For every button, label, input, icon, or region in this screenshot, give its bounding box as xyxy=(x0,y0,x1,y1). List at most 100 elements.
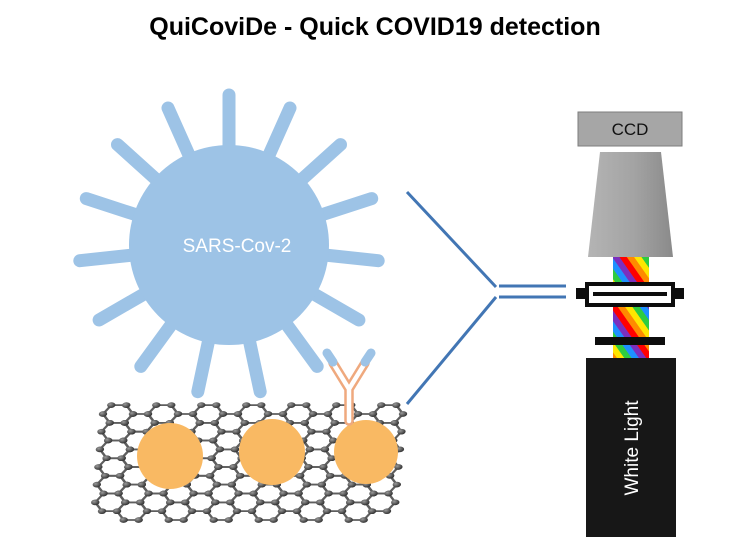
carbon-atom xyxy=(361,499,370,506)
carbon-atom xyxy=(188,411,198,417)
carbon-atom xyxy=(330,419,339,426)
carbon-atom xyxy=(157,508,167,515)
carbon-atom xyxy=(137,481,147,488)
carbon-atom xyxy=(337,508,347,515)
carbon-atom xyxy=(234,490,243,497)
nanoparticle xyxy=(334,420,398,484)
carbon-atom xyxy=(142,508,152,515)
carbon-atom xyxy=(102,455,111,462)
carbon-atom xyxy=(369,490,378,497)
carbon-atom xyxy=(144,490,153,497)
carbon-atom xyxy=(227,481,237,488)
carbon-atom xyxy=(127,428,136,435)
carbon-atom xyxy=(117,455,126,462)
carbon-atom xyxy=(367,508,377,515)
carbon-atom xyxy=(229,464,238,470)
carbon-atom xyxy=(359,517,368,523)
carbon-atom xyxy=(150,419,159,426)
carbon-atom xyxy=(122,402,131,409)
carbon-atom xyxy=(167,402,176,409)
carbon-atom xyxy=(224,517,233,523)
carbon-atom xyxy=(324,490,333,497)
carbon-atom xyxy=(202,508,212,515)
carbon-atom xyxy=(235,472,245,479)
antibody-tip-left xyxy=(322,348,338,367)
carbon-atom xyxy=(164,517,173,523)
beam-lower-arm xyxy=(405,296,498,405)
carbon-atom xyxy=(292,508,302,515)
carbon-atom xyxy=(166,499,175,506)
carbon-atom xyxy=(212,402,221,409)
carbon-atom xyxy=(392,481,402,488)
carbon-atom xyxy=(173,411,183,417)
carbon-atom xyxy=(214,464,223,470)
virus-spike xyxy=(293,138,347,188)
carbon-atom xyxy=(211,499,220,506)
carbon-atom xyxy=(300,419,309,426)
carbon-atom xyxy=(134,517,143,523)
carbon-atom xyxy=(307,428,316,435)
carbon-atom xyxy=(197,402,206,409)
carbon-atom xyxy=(99,490,108,497)
carbon-atom xyxy=(204,490,213,497)
carbon-atom xyxy=(305,446,315,453)
carbon-atom xyxy=(304,464,313,470)
carbon-atom xyxy=(328,437,338,444)
carbon-atom xyxy=(327,455,336,462)
carbon-atom xyxy=(320,446,330,453)
carbon-atom xyxy=(397,428,406,435)
virus-spike xyxy=(111,138,165,188)
carbon-atom xyxy=(125,446,135,453)
carbon-atom xyxy=(195,419,204,426)
carbon-atom xyxy=(91,499,100,506)
nanoparticle xyxy=(137,423,203,489)
carbon-atom xyxy=(232,428,241,435)
carbon-atom xyxy=(181,499,190,506)
virus-spike xyxy=(278,315,324,373)
holder-clamp-right xyxy=(671,288,684,299)
carbon-atom xyxy=(302,402,311,409)
carbon-atom xyxy=(325,472,335,479)
carbon-atom xyxy=(346,499,355,506)
virus-spike xyxy=(92,286,154,327)
carbon-atom xyxy=(247,508,257,515)
carbon-atom xyxy=(287,402,296,409)
antibody-tip-right xyxy=(360,348,376,367)
carbon-atom xyxy=(208,437,218,444)
virus-spike xyxy=(317,248,385,268)
carbon-atom xyxy=(347,481,357,488)
carbon-atom xyxy=(152,402,161,409)
carbon-atom xyxy=(112,508,122,515)
carbon-atom xyxy=(98,411,108,417)
carbon-atom xyxy=(353,411,363,417)
carbon-atom xyxy=(240,419,249,426)
page-title: QuiCoviDe - Quick COVID19 detection xyxy=(149,13,601,41)
carbon-atom xyxy=(207,455,216,462)
carbon-atom xyxy=(100,472,110,479)
carbon-atom xyxy=(187,508,197,515)
carbon-atom xyxy=(271,499,280,506)
carbon-atom xyxy=(233,411,243,417)
carbon-atom xyxy=(323,411,333,417)
lens-cone xyxy=(588,152,673,257)
carbon-atom xyxy=(212,481,222,488)
carbon-atom xyxy=(189,490,198,497)
carbon-atom xyxy=(382,508,392,515)
carbon-atom xyxy=(92,481,102,488)
carbon-atom xyxy=(128,411,138,417)
carbon-atom xyxy=(136,499,145,506)
virus-spike xyxy=(261,101,297,165)
carbon-atom xyxy=(263,411,273,417)
carbon-atom xyxy=(332,402,341,409)
carbon-atom xyxy=(209,517,218,523)
carbon-atom xyxy=(205,472,215,479)
virus-body xyxy=(129,145,329,345)
nanoparticle xyxy=(239,419,305,485)
carbon-atom xyxy=(159,490,168,497)
carbon-atom xyxy=(384,490,393,497)
carbon-atom xyxy=(257,402,266,409)
virus-spike xyxy=(191,331,216,399)
carbon-atom xyxy=(97,508,107,515)
carbon-atom xyxy=(377,402,386,409)
carbon-atom xyxy=(215,446,225,453)
